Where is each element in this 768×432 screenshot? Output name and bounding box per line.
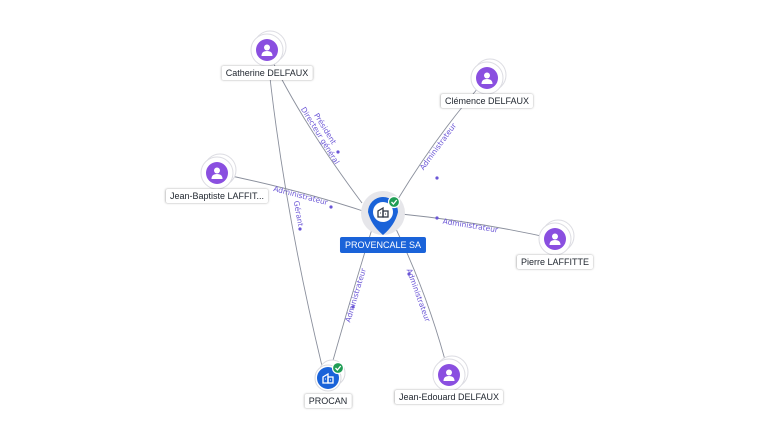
edge-pierre-provencale: Administrateur [400, 213, 556, 240]
edge-line[interactable] [400, 213, 556, 240]
node-provencale[interactable] [361, 191, 405, 235]
node-label-jeanbaptiste[interactable]: Jean-Baptiste LAFFIT... [165, 189, 269, 203]
node-procan[interactable] [314, 359, 346, 392]
verified-check-icon [331, 361, 345, 375]
person-icon [443, 369, 455, 381]
edge-arrow-marker [298, 227, 302, 231]
edge-label: Administrateur [418, 121, 459, 172]
edge-arrow-marker [435, 216, 439, 220]
edge-line[interactable] [216, 172, 367, 213]
edge-label: Administrateur [343, 266, 368, 323]
edge-arrow-marker [351, 305, 355, 309]
node-label-clemence[interactable]: Clémence DELFAUX [440, 94, 534, 108]
node-label-jeanedouard[interactable]: Jean-Edouard DELFAUX [394, 390, 504, 404]
building-icon [322, 372, 334, 384]
edge-arrow-marker [329, 205, 333, 209]
person-icon [211, 167, 223, 179]
edge-label: Administrateur [442, 217, 500, 235]
building-icon [377, 206, 389, 218]
node-catherine[interactable] [250, 30, 287, 67]
node-label-provencale[interactable]: PROVENCALE SA [339, 237, 427, 253]
person-icon [261, 44, 273, 56]
person-icon [549, 233, 561, 245]
node-pierre[interactable] [538, 219, 575, 256]
edge-arrow-marker [407, 272, 411, 276]
edge-arrow-marker [336, 150, 340, 154]
node-label-procan[interactable]: PROCAN [304, 394, 352, 408]
verified-check-icon [387, 195, 401, 209]
edge-catherine-procan: Gérant [266, 49, 323, 367]
edge-arrow-marker [435, 176, 439, 180]
nodes-layer [200, 30, 575, 392]
edge-label: Gérant [292, 200, 305, 227]
node-jeanbaptiste[interactable] [200, 153, 237, 190]
node-label-catherine[interactable]: Catherine DELFAUX [221, 66, 313, 80]
person-icon [481, 72, 493, 84]
node-jeanedouard[interactable] [432, 355, 469, 392]
edge-line[interactable] [266, 49, 323, 367]
node-label-pierre[interactable]: Pierre LAFFITTE [516, 255, 594, 269]
node-clemence[interactable] [470, 58, 507, 95]
edge-label: Administrateur [405, 267, 433, 323]
